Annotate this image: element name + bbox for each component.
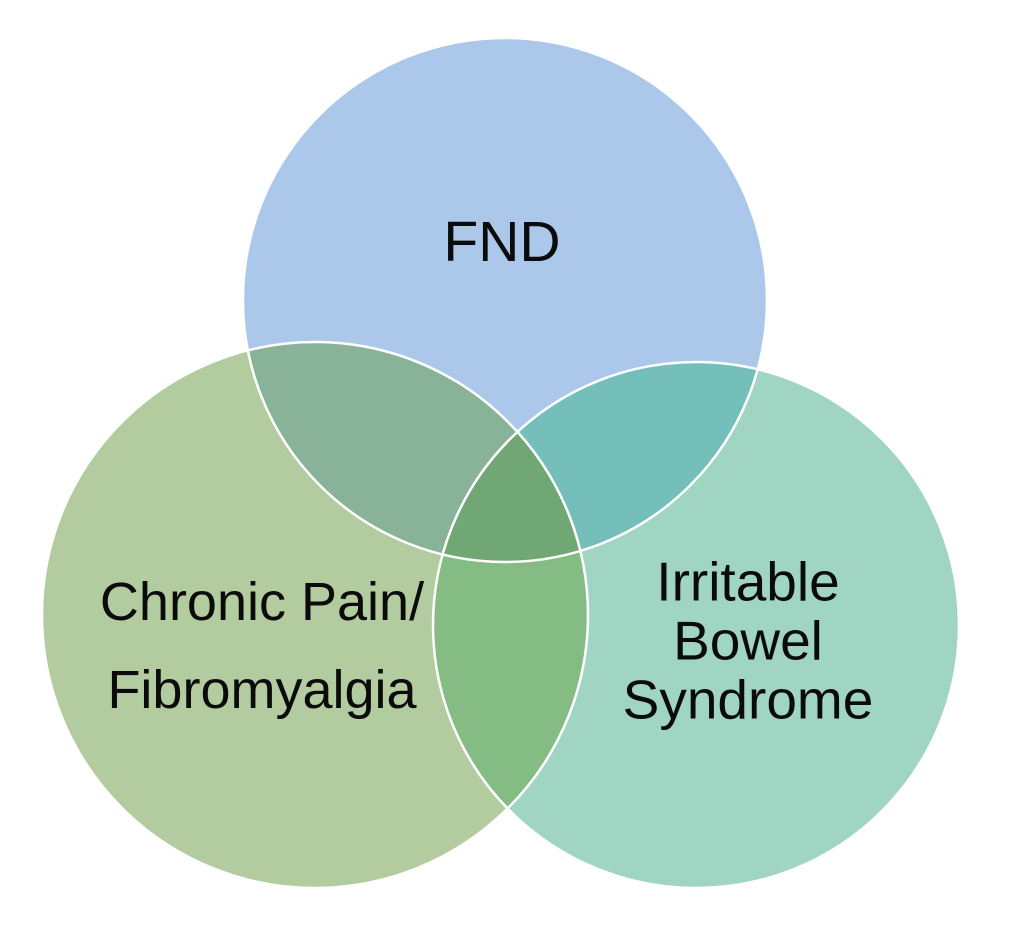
ibs-label-line-3: Syndrome <box>622 668 874 731</box>
fnd-circle-border <box>241 36 769 564</box>
fnd-chronic-overlap <box>243 342 588 562</box>
chronic-pain-label: Chronic Pain/ Fibromyalgia <box>100 558 424 734</box>
ibs-circle-border <box>431 360 961 890</box>
fnd-label: FND <box>443 212 560 272</box>
ibs-label-line-2: Bowel <box>673 609 823 672</box>
fnd-ibs-overlap <box>433 362 767 562</box>
ibs-label: Irritable Bowel Syndrome <box>622 550 874 731</box>
chronic-pain-circle-border <box>40 340 590 890</box>
chronic-pain-label-line-2: Fibromyalgia <box>107 660 417 720</box>
ibs-label-line-1: Irritable <box>656 550 840 613</box>
chronic-pain-label-line-1: Chronic Pain/ <box>99 572 425 632</box>
fnd-label-line: FND <box>443 210 561 274</box>
